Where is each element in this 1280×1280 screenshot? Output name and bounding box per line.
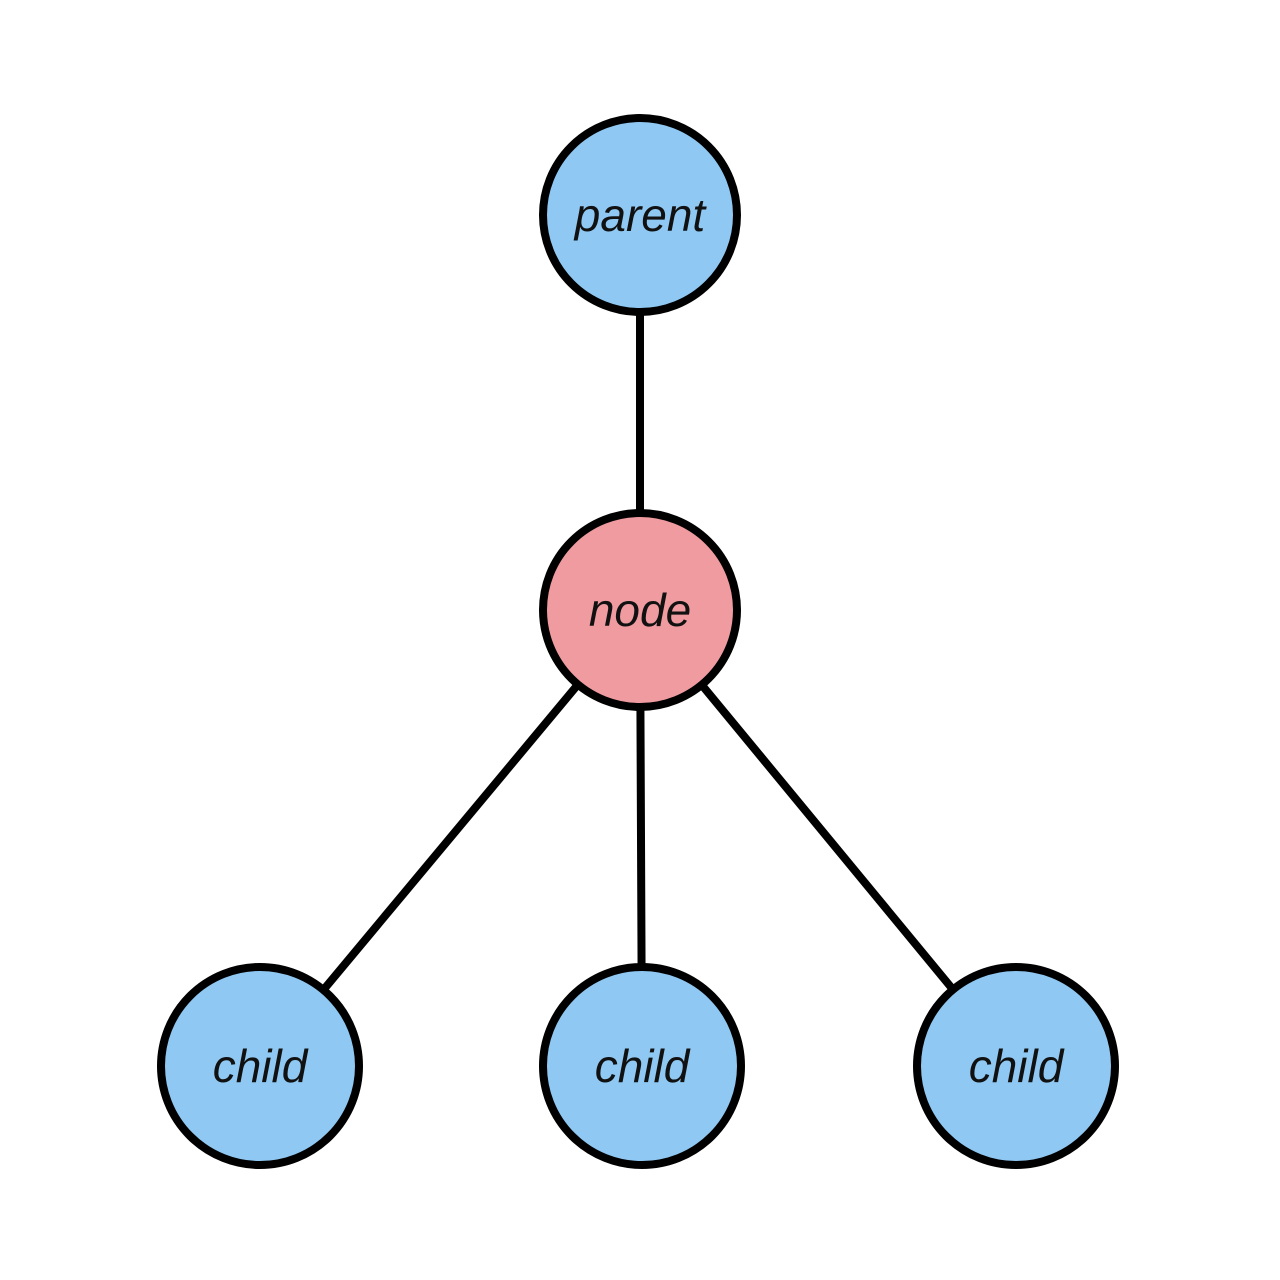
node-label-child-left: child: [213, 1040, 309, 1092]
tree-node-node: node: [539, 509, 741, 711]
node-circle-child-middle: [539, 963, 745, 1169]
node-circle-child-right: [913, 963, 1119, 1169]
tree-node-child-middle: child: [539, 963, 745, 1169]
node-circle-child-left: [157, 963, 363, 1169]
node-circle-parent: [539, 114, 741, 316]
tree-node-child-right: child: [913, 963, 1119, 1169]
node-label-child-right: child: [969, 1040, 1065, 1092]
node-label-child-middle: child: [595, 1040, 691, 1092]
node-circle-node: [539, 509, 741, 711]
node-label-parent: parent: [573, 189, 708, 241]
node-label-node: node: [589, 584, 691, 636]
tree-node-child-left: child: [157, 963, 363, 1169]
nodes-layer: parent node child child child: [157, 114, 1119, 1169]
tree-node-parent: parent: [539, 114, 741, 316]
